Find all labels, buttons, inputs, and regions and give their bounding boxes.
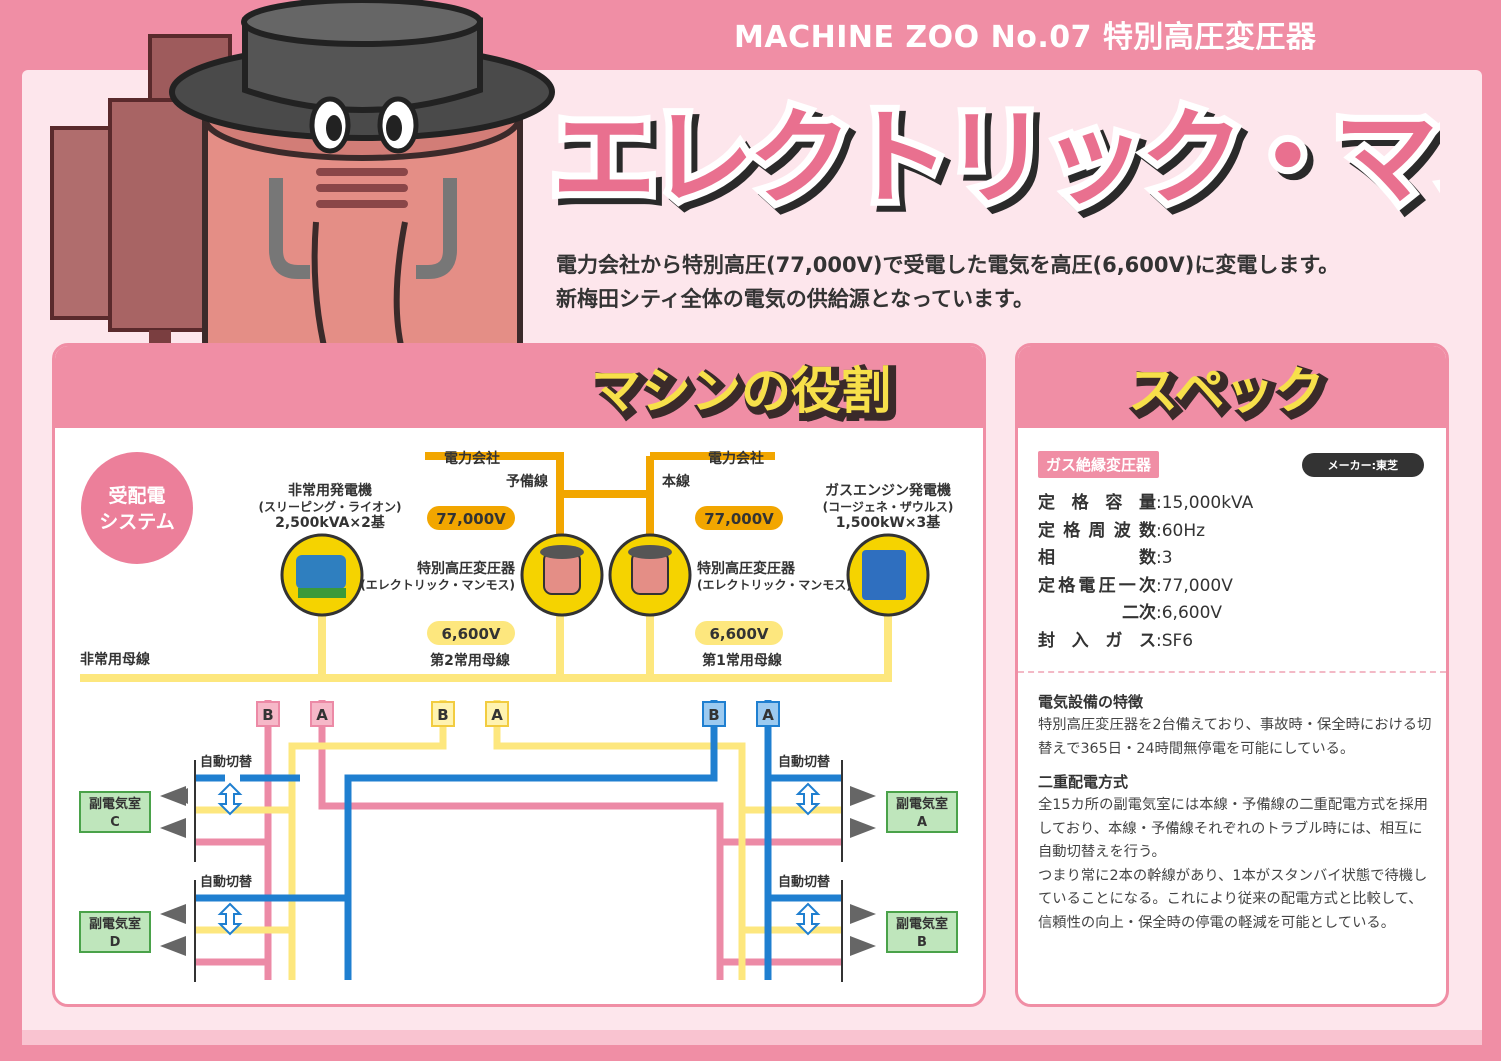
- switch-brackets: [194, 760, 843, 982]
- svg-text:特別高圧変圧器: 特別高圧変圧器: [417, 560, 516, 577]
- badge-line-2: システム: [99, 511, 174, 533]
- spec-row: 封入ガス:SF6: [1038, 630, 1194, 651]
- role-title-text: マシンの役割: [591, 362, 891, 420]
- svg-text:A: A: [316, 706, 328, 724]
- switch-labels: B A B A B A: [256, 701, 780, 727]
- svg-text:B: B: [708, 706, 719, 724]
- spec-row: 定格周波数:60Hz: [1038, 520, 1206, 541]
- voltage-pill: [427, 621, 515, 645]
- svg-text:1,500kW×3基: 1,500kW×3基: [836, 514, 942, 531]
- main-line-label: 本線: [662, 473, 690, 490]
- svg-text:エレクトリック・マンモス: エレクトリック・マンモス: [552, 97, 1440, 219]
- svg-text:B: B: [262, 706, 273, 724]
- spec-row: 相数:3: [1038, 548, 1173, 568]
- svg-text:スペック: スペック: [1132, 366, 1329, 424]
- svg-text:A: A: [917, 815, 927, 830]
- spec-title: スペック スペック: [1128, 362, 1333, 428]
- svg-text:自動切替: 自動切替: [778, 874, 831, 890]
- svg-text:(スリーピング・ライオン): (スリーピング・ライオン): [259, 499, 402, 514]
- svg-text:特別高圧変圧器: 特別高圧変圧器: [697, 560, 796, 577]
- spec-body: ガス絶縁変圧器 メーカー:東芝 定格容量:15,000kVA 定格周波数:60H…: [1038, 451, 1428, 655]
- svg-text:副電気室: 副電気室: [89, 796, 141, 812]
- svg-text:77,000V: 77,000V: [704, 510, 774, 528]
- voltage-pill: [695, 621, 783, 645]
- bus-2-label: 第2常用母線: [430, 652, 510, 669]
- svg-text:副電気室: 副電気室: [89, 916, 141, 932]
- main-title: エレクトリック・マンモス エレクトリック・マンモス エレクトリック・マンモス: [545, 92, 1440, 232]
- intro-text: 電力会社から特別高圧(77,000V)で受電した電気を高圧(6,600V)に変電…: [556, 248, 1456, 316]
- bus-lines: [80, 605, 892, 682]
- badge-line-1: 受配電: [108, 484, 165, 507]
- title-text: エレクトリック・マンモス: [552, 97, 1440, 219]
- feature2-text-1: 全15カ所の副電気室には本線・予備線の二重配電方式を採用しており、本線・予備線そ…: [1038, 797, 1428, 860]
- svg-text:77,000V: 77,000V: [436, 510, 506, 528]
- svg-text:副電気室: 副電気室: [896, 796, 948, 812]
- transformer-type-badge: ガス絶縁変圧器: [1038, 451, 1160, 478]
- svg-text:D: D: [110, 935, 121, 950]
- spec-list: 定格容量:15,000kVA 定格周波数:60Hz 相数:3 定格電圧一次:77…: [1038, 490, 1428, 655]
- header-banner: MACHINE ZOO No.07 特別高圧変圧器: [700, 10, 1501, 70]
- svg-text:自動切替: 自動切替: [200, 754, 253, 770]
- auto-switch-labels: 自動切替 自動切替 自動切替 自動切替: [200, 754, 831, 890]
- intro-line-2: 新梅田シティ全体の電気の供給源となっています。: [556, 287, 1034, 311]
- feature2-text-2: つまり常に2本の幹線があり、1本がスタンバイ状態で待機していることになる。これに…: [1038, 867, 1428, 931]
- features: 電気設備の特徴 特別高圧変圧器を2台備えており、事故時・保全時における切替えで3…: [1038, 691, 1432, 945]
- svg-text:(エレクトリック・マンモス): (エレクトリック・マンモス): [360, 578, 515, 592]
- spec-divider: [1018, 671, 1446, 673]
- svg-text:B: B: [917, 935, 927, 950]
- svg-text:2,500kVA×2基: 2,500kVA×2基: [275, 514, 386, 531]
- utility-lines: [425, 452, 775, 540]
- svg-text:自動切替: 自動切替: [200, 874, 253, 890]
- output-arrow-icon: [160, 786, 876, 956]
- feature1-title: 電気設備の特徴: [1038, 693, 1144, 711]
- spec-title-text: スペック: [1128, 362, 1325, 420]
- svg-text:ガスエンジン発電機: ガスエンジン発電機: [825, 482, 951, 499]
- spec-row: 定格電圧一次:77,000V: [1038, 575, 1233, 596]
- svg-text:マシンの役割: マシンの役割: [595, 366, 895, 424]
- role-title: マシンの役割 マシンの役割: [591, 362, 899, 428]
- spec-panel: スペック スペック ガス絶縁変圧器 メーカー:東芝 定格容量:15,000kVA…: [1015, 343, 1449, 1007]
- system-badge: [81, 452, 193, 564]
- voltage-pill: [695, 506, 783, 530]
- voltage-pill: [427, 506, 515, 530]
- utility-left-label: 電力会社: [444, 450, 500, 467]
- svg-text:エレクトリック・マンモス: エレクトリック・マンモス: [558, 103, 1440, 225]
- bus-1-label: 第1常用母線: [702, 652, 782, 669]
- svg-text:B: B: [437, 706, 448, 724]
- svg-text:6,600V: 6,600V: [709, 625, 768, 643]
- svg-text:A: A: [762, 706, 774, 724]
- header-text: MACHINE ZOO No.07 特別高圧変圧器: [734, 20, 1317, 55]
- svg-text:(コージェネ・ザウルス): (コージェネ・ザウルス): [823, 500, 954, 514]
- feature1-text: 特別高圧変圧器を2台備えており、事故時・保全時における切替えで365日・24時間…: [1038, 717, 1432, 757]
- svg-text:非常用発電機: 非常用発電機: [288, 482, 372, 499]
- sub-room-boxes: 副電気室 C 副電気室 D 副電気室 A 副電気室 B: [79, 791, 958, 953]
- intro-line-1: 電力会社から特別高圧(77,000V)で受電した電気を高圧(6,600V)に変電…: [556, 253, 1340, 277]
- spec-row: 定格容量:15,000kVA: [1038, 493, 1254, 513]
- svg-text:C: C: [110, 815, 120, 830]
- switch-arrow-icon: [217, 782, 821, 936]
- distribution-lines: [195, 700, 842, 980]
- spec-row: 二次:6,600V: [1122, 603, 1223, 623]
- reserve-line-label: 予備線: [506, 473, 548, 490]
- svg-text:副電気室: 副電気室: [896, 916, 948, 932]
- svg-text:A: A: [491, 706, 503, 724]
- maker-badge: メーカー:東芝: [1301, 453, 1424, 477]
- feature2-title: 二重配電方式: [1038, 773, 1129, 791]
- svg-text:自動切替: 自動切替: [778, 754, 831, 770]
- spec-panel-header: [1018, 346, 1446, 428]
- utility-right-label: 電力会社: [708, 450, 764, 467]
- role-panel-header: [55, 346, 983, 428]
- svg-text:6,600V: 6,600V: [441, 625, 500, 643]
- bus-emergency-label: 非常用母線: [80, 651, 150, 668]
- svg-text:(エレクトリック・マンモス): (エレクトリック・マンモス): [697, 578, 852, 592]
